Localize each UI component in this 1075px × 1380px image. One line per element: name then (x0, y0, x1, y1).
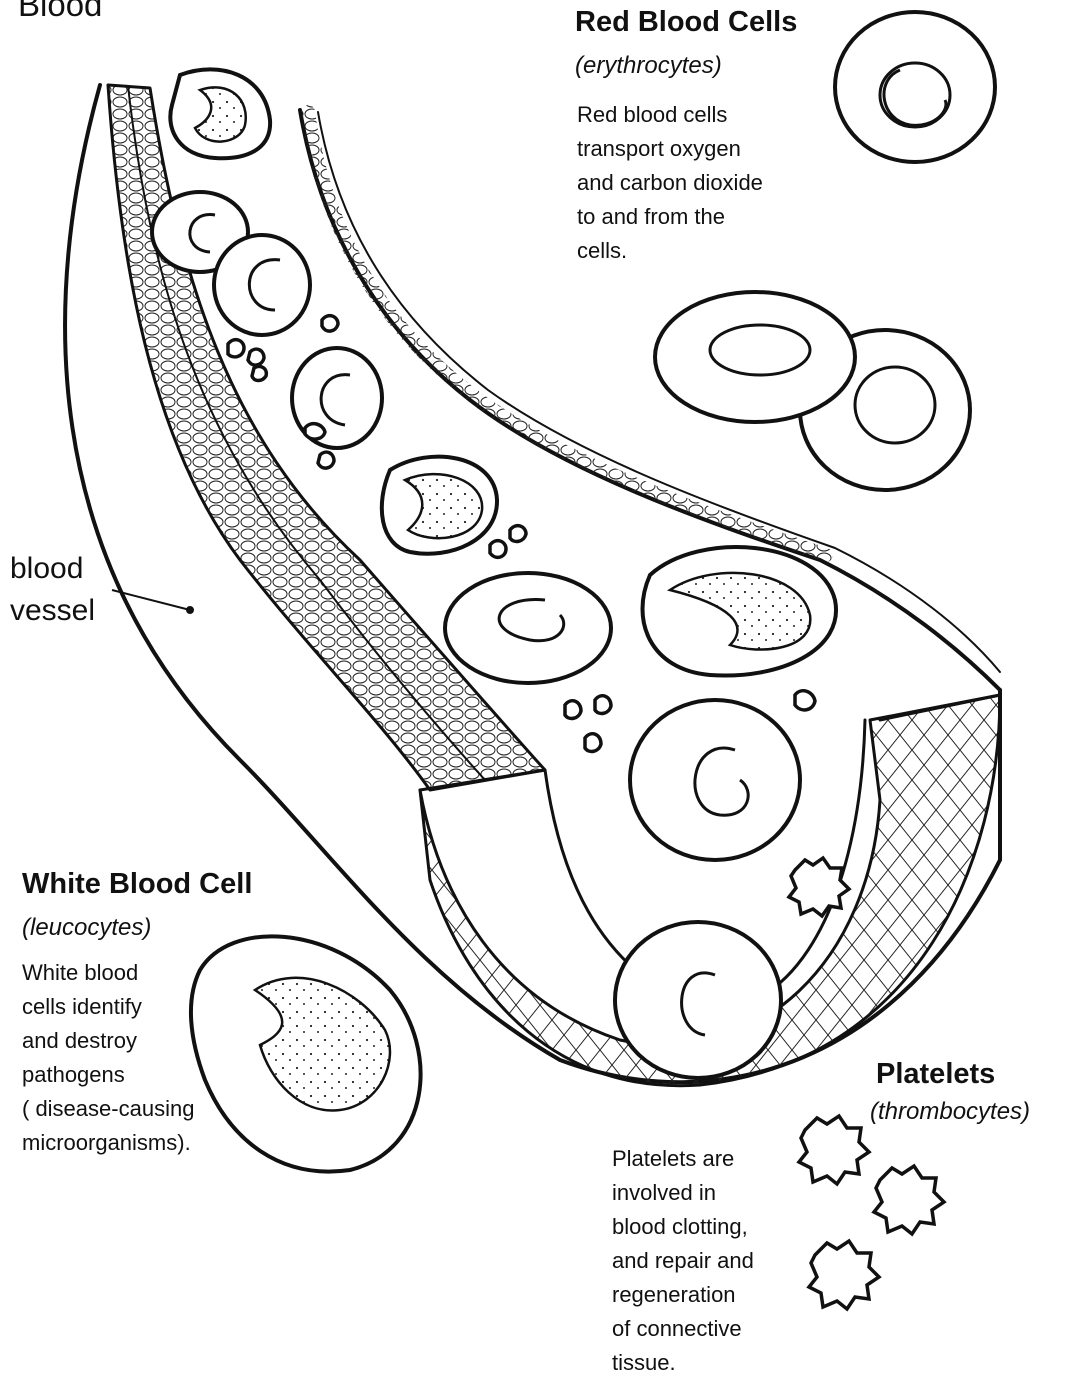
rbc-icon (630, 700, 800, 860)
platelet-icon (874, 1166, 944, 1234)
wbc-icon (191, 936, 421, 1171)
rbc-icon (835, 12, 995, 162)
wbc-icon (643, 547, 837, 676)
platelet-icon (228, 340, 266, 381)
red-blood-cells-description: Red blood cells transport oxygen and car… (577, 98, 763, 268)
blood-vessel-label: blood vessel (10, 548, 95, 632)
platelet-icon (799, 1116, 869, 1184)
rbc-icon (214, 235, 310, 335)
red-blood-cells-heading: Red Blood Cells (575, 6, 797, 39)
platelets-heading: Platelets (876, 1058, 995, 1091)
rbc-icon (445, 573, 611, 683)
platelet-icon (490, 526, 526, 558)
white-blood-cell-description: White blood cells identify and destroy p… (22, 956, 194, 1160)
white-blood-cell-subtitle: (leucocytes) (22, 914, 151, 942)
platelets-description: Platelets are involved in blood clotting… (612, 1142, 754, 1380)
page-title: Blood (18, 0, 102, 24)
rbc-icon (655, 292, 855, 422)
platelets-subtitle: (thrombocytes) (870, 1098, 1030, 1126)
wbc-icon (382, 457, 497, 554)
platelet-icon (809, 1241, 879, 1309)
white-blood-cell-heading: White Blood Cell (22, 868, 252, 901)
rbc-icon (615, 922, 781, 1078)
red-blood-cells-subtitle: (erythrocytes) (575, 52, 722, 80)
wbc-icon (170, 69, 270, 158)
